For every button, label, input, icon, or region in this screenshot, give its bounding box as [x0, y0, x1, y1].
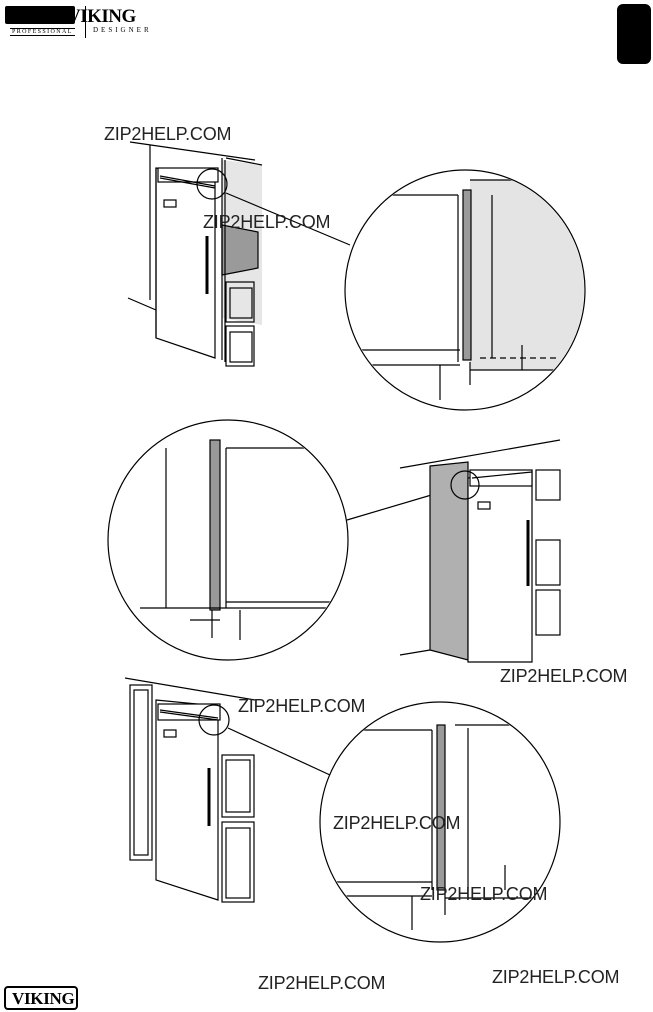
logo-sub-left: PROFESSIONAL: [10, 28, 75, 36]
diagram-3-detail: [319, 701, 561, 943]
watermark: ZIP2HELP.COM: [492, 967, 620, 987]
diagram-3-refrigerator: [124, 677, 331, 903]
logo-divider: [85, 6, 86, 38]
logo-brand-name: VIKING: [67, 6, 136, 27]
diagram-1-refrigerator: [127, 141, 351, 367]
diagram-2-detail: [107, 419, 456, 661]
watermark: ZIP2HELP.COM: [258, 973, 386, 993]
diagram-2-refrigerator: [399, 439, 561, 663]
watermark: ZIP2HELP.COM: [238, 696, 366, 716]
diagram-1-detail: [344, 169, 586, 411]
watermark: ZIP2HELP.COM: [500, 666, 628, 686]
footer-brand-name: VIKING: [12, 989, 75, 1008]
logo-black-bar: [5, 6, 75, 24]
watermark: ZIP2HELP.COM: [104, 124, 232, 144]
watermark: ZIP2HELP.COM: [203, 212, 331, 232]
footer-viking-logo: VIKING: [4, 986, 78, 1010]
section-tab: [617, 4, 651, 64]
watermark: ZIP2HELP.COM: [333, 813, 461, 833]
viking-logo: VIKING PROFESSIONAL DESIGNER: [5, 4, 165, 38]
logo-sub-right: DESIGNER: [93, 26, 152, 34]
watermark: ZIP2HELP.COM: [420, 884, 548, 904]
